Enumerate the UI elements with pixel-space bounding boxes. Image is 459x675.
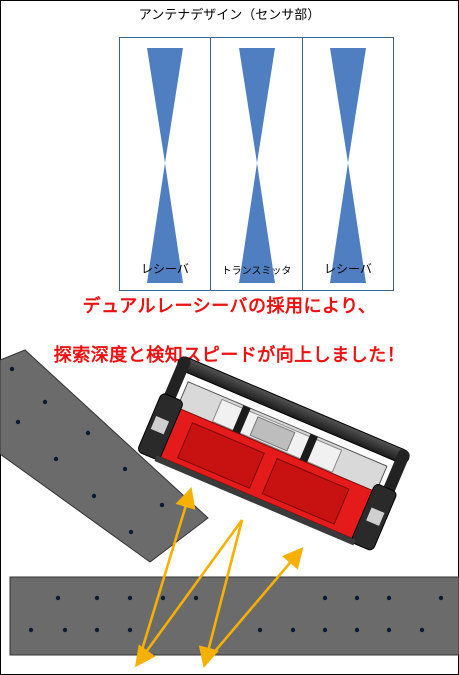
antenna-panel-transmitter: トランスミッタ [210, 37, 303, 291]
panel-label-receiver-left: レシーバ [141, 262, 189, 276]
signal-arrow-1 [134, 519, 244, 668]
ground-scanner-device [137, 356, 410, 551]
antenna-panel-receiver-left: レシーバ [119, 37, 211, 291]
slanted-ground-layer [0, 349, 209, 563]
panel-label-receiver-right: レシーバ [324, 262, 372, 276]
caption-line-1: デュアルレーシーバの採用により、 [82, 296, 377, 317]
antenna-hourglass-right [330, 48, 366, 283]
signal-arrow-2 [136, 487, 196, 664]
panel-label-transmitter: トランスミッタ [221, 266, 292, 277]
antenna-panel-receiver-right: レシーバ [302, 37, 394, 291]
antenna-hourglass-center [239, 48, 275, 283]
signal-arrow-4 [204, 547, 304, 664]
bottom-ground-layer [9, 576, 459, 656]
signal-arrows [134, 487, 304, 669]
slanted-layer-dots [9, 366, 165, 535]
signal-arrow-3 [198, 519, 244, 669]
bottom-layer-dots [28, 595, 444, 633]
caption-line-2: 探索深度と検知スピードが向上しました！ [53, 345, 406, 366]
diagram-title: アンテナデザイン（センサ部） [138, 8, 321, 23]
antenna-hourglass-left [147, 48, 183, 283]
